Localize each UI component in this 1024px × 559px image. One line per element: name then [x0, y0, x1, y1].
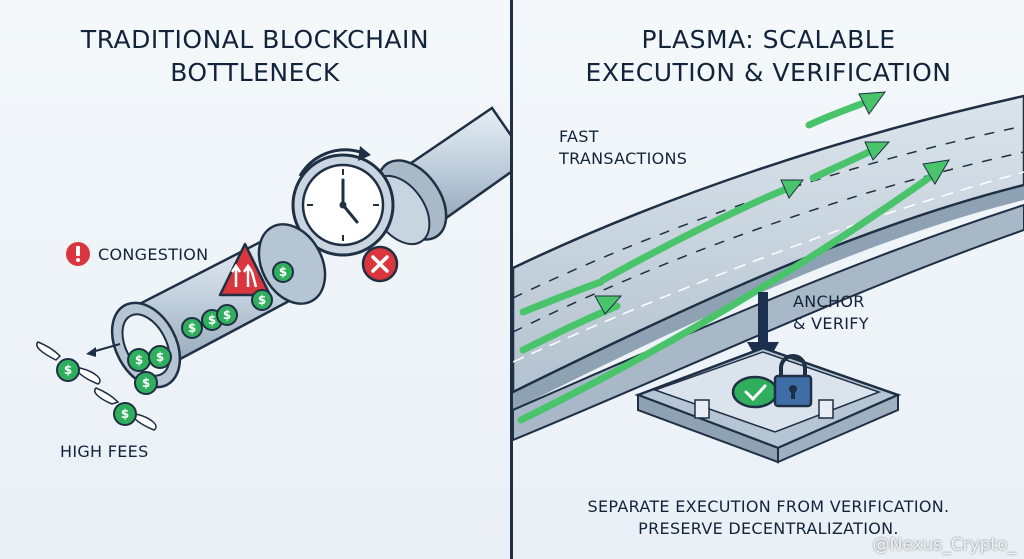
caption-line1: SEPARATE EXECUTION FROM VERIFICATION. — [587, 497, 950, 516]
dollar-coin-icon: $ — [127, 348, 151, 372]
right-title-line2: EXECUTION & VERIFICATION — [585, 58, 952, 87]
close-icon — [361, 245, 399, 283]
right-title: PLASMA: SCALABLE EXECUTION & VERIFICATIO… — [513, 23, 1024, 89]
winged-coin-icon: $ — [94, 387, 157, 431]
bottleneck-illustration: $ $ $ $ $ $ $ $ $ $ — [36, 106, 510, 431]
warning-sign-icon — [218, 242, 272, 297]
right-panel-plasma: PLASMA: SCALABLE EXECUTION & VERIFICATIO… — [513, 0, 1024, 559]
svg-text:$: $ — [64, 363, 72, 377]
checkmark-icon — [731, 375, 779, 409]
anchor-label-line2: & VERIFY — [793, 314, 869, 333]
anchor-label-line1: ANCHOR — [793, 292, 865, 311]
alert-icon — [66, 242, 90, 266]
svg-text:$: $ — [121, 407, 129, 421]
svg-text:$: $ — [135, 353, 143, 367]
svg-text:$: $ — [279, 265, 287, 279]
fast-highway — [513, 94, 1024, 442]
anchor-verify-label: ANCHOR & VERIFY — [793, 291, 869, 335]
svg-text:$: $ — [208, 313, 216, 327]
panel-divider — [510, 0, 513, 559]
dollar-coin-icon: $ — [134, 371, 158, 395]
plasma-caption: SEPARATE EXECUTION FROM VERIFICATION. PR… — [513, 496, 1024, 540]
svg-text:$: $ — [156, 350, 164, 364]
escape-arrowhead — [86, 347, 96, 357]
dollar-coin-icon: $ — [148, 345, 172, 369]
dollar-coin-icon: $ — [216, 304, 238, 326]
fast-label-line2: TRANSACTIONS — [559, 149, 688, 168]
dollar-coin-icon: $ — [181, 317, 203, 339]
dollar-coins: $ $ $ $ $ $ $ $ — [127, 261, 294, 395]
left-title-line1: TRADITIONAL BLOCKCHAIN — [80, 25, 430, 54]
svg-text:$: $ — [258, 293, 266, 307]
clock-icon — [291, 146, 395, 257]
left-title: TRADITIONAL BLOCKCHAIN BOTTLENECK — [0, 23, 510, 89]
congestion-label: CONGESTION — [98, 245, 209, 264]
escape-arrow — [91, 343, 121, 353]
fast-transactions-label: FAST TRANSACTIONS — [559, 126, 687, 170]
left-panel-traditional: TRADITIONAL BLOCKCHAIN BOTTLENECK — [0, 0, 510, 559]
right-title-line1: PLASMA: SCALABLE — [641, 25, 896, 54]
caption-line2: PRESERVE DECENTRALIZATION. — [638, 519, 899, 538]
svg-text:$: $ — [188, 321, 196, 335]
svg-text:$: $ — [223, 308, 231, 322]
dollar-coin-icon: $ — [251, 289, 273, 311]
svg-text:$: $ — [142, 376, 150, 390]
padlock-icon — [773, 354, 813, 408]
watermark: @Nexus_Crypto_ — [872, 535, 1016, 555]
plasma-illustration — [513, 91, 1024, 464]
speed-arrows — [517, 100, 937, 424]
high-fees-label: HIGH FEES — [60, 442, 149, 461]
winged-coin-icon: $ — [36, 341, 101, 385]
left-title-line2: BOTTLENECK — [170, 58, 340, 87]
fast-label-line1: FAST — [559, 127, 599, 146]
speed-arrowheads — [594, 91, 950, 315]
dollar-coin-icon: $ — [272, 261, 294, 283]
